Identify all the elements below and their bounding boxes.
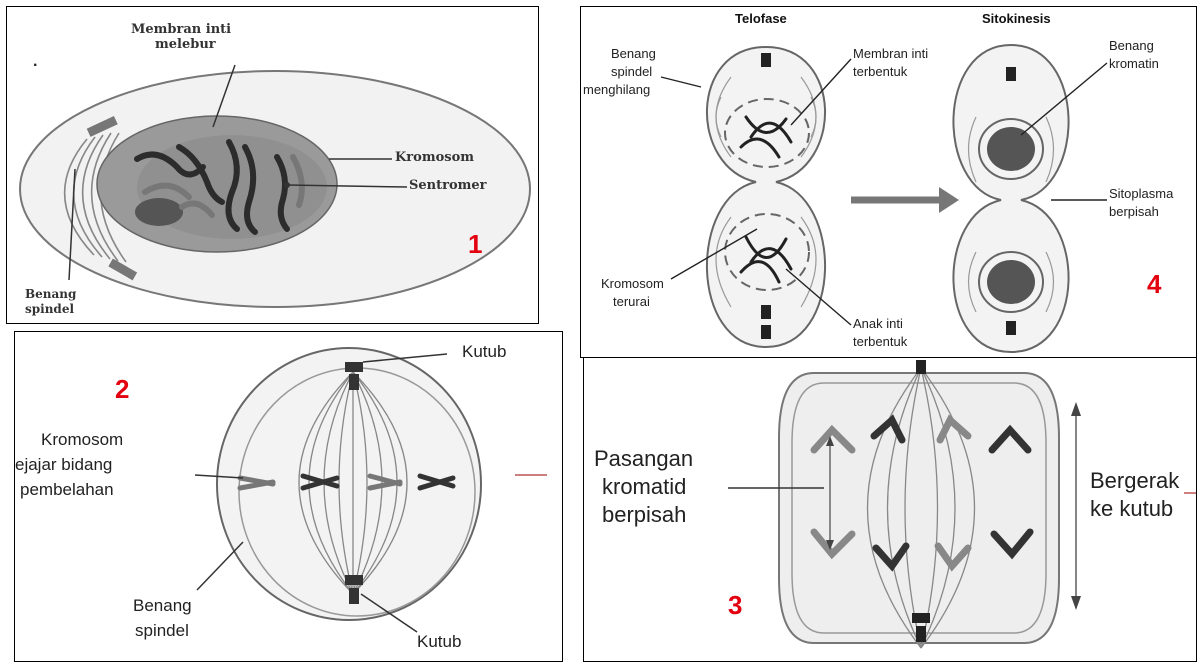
panel-telophase-cytokinesis: Telofase Sitokinesis Benang spindel meng… [580,6,1197,358]
panel-number-1: 1 [468,229,482,260]
label-benang-kromatin-line2: kromatin [1109,57,1159,72]
panel-anaphase: Pasangan kromatid berpisah Bergerak ke k… [583,358,1197,662]
label-sejajar-bidang: ejajar bidang [15,455,112,475]
label-sitoplasma-line1: Sitoplasma [1109,187,1173,202]
label-anak-inti-line2: terbentuk [853,335,907,350]
dot-mark: . [33,53,37,71]
label-membran-inti-line1: Membran inti [853,47,928,62]
panel-number-2: 2 [115,374,129,405]
label-sitoplasma-line2: berpisah [1109,205,1159,220]
label-ke-kutub: ke kutub [1090,496,1173,521]
stage-title-sitokinesis: Sitokinesis [982,11,1051,26]
label-anak-inti-line1: Anak inti [853,317,903,332]
label-spindel: spindel [25,303,74,317]
label-pasangan: Pasangan [594,446,693,471]
panel-number-4: 4 [1147,269,1161,300]
stage-title-telofase: Telofase [735,11,787,26]
label-benang: Benang [25,288,76,302]
label-membran-inti-melebur-line2: melebur [155,38,216,53]
label-sentromer: Sentromer [409,179,487,194]
label-kromosom: Kromosom [395,151,474,166]
label-kromatid: kromatid [602,474,686,499]
label-kromosom-terurai-line1: Kromosom [601,277,664,292]
label-kromosom-terurai-line2: terurai [613,295,650,310]
label-berpisah: berpisah [602,502,686,527]
label-bergerak: Bergerak [1090,468,1179,493]
panel-number-3: 3 [728,590,742,621]
label-pembelahan: pembelahan [20,480,114,500]
label-spindel: spindel [135,621,189,641]
panel-metaphase: Kutub 2 Kromosom ejajar bidang pembelaha… [14,331,563,662]
label-benang-spindel-line3: menghilang [583,83,650,98]
label-benang: Benang [133,596,192,616]
label-kutub-bottom: Kutub [417,632,461,652]
label-membran-inti-line2: terbentuk [853,65,907,80]
label-benang-kromatin-line1: Benang [1109,39,1154,54]
label-kromosom: Kromosom [41,430,123,450]
label-benang-spindel-line2: spindel [611,65,652,80]
label-membran-inti-melebur-line1: Membran inti [131,23,231,38]
label-benang-spindel-line1: Benang [611,47,656,62]
panel-prophase: Membran inti melebur . Kromosom Sentrome… [6,6,539,324]
label-kutub-top: Kutub [462,342,506,362]
